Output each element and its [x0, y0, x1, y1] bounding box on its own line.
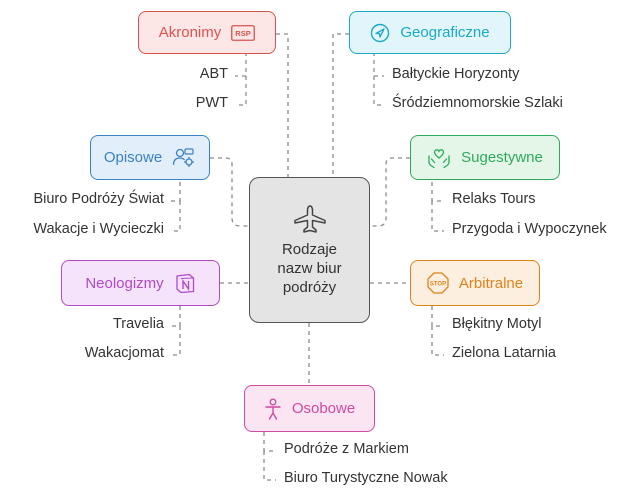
rsp-badge-icon: RSP [231, 24, 256, 41]
leaf-pwt: PWT [195, 95, 228, 111]
category-label: Neologizmy [85, 274, 164, 292]
svg-text:RSP: RSP [236, 29, 251, 38]
category-label: Geograficzne [400, 24, 490, 41]
stop-sign-icon: STOP [427, 272, 449, 294]
leaf-wakacje-i-wycieczki: Wakacje i Wycieczki [33, 221, 164, 237]
leaf-biuro-podrozy-swiat: Biuro Podróży Świat [33, 191, 164, 207]
leaf-biuro-turystyczne-nowak: Biuro Turystyczne Nowak [284, 470, 448, 486]
category-arbitralne: STOP Arbitralne [410, 260, 540, 306]
category-geograficzne: Geograficzne [349, 11, 511, 54]
category-label: Akronimy [158, 24, 222, 41]
central-title: Rodzaje nazw biur podróży [277, 240, 342, 296]
leaf-relaks-tours: Relaks Tours [452, 191, 536, 207]
category-label: Opisowe [103, 149, 163, 166]
leaf-srodziemnomorskie-szlaki: Śródziemnomorskie Szlaki [392, 95, 563, 111]
leaf-przygoda-i-wypoczynek: Przygoda i Wypoczynek [452, 221, 607, 237]
leaf-travelia: Travelia [112, 316, 164, 332]
leaf-baltyckie-horyzonty: Bałtyckie Horyzonty [392, 66, 520, 82]
category-opisowe: Opisowe [90, 135, 210, 180]
person-icon [264, 398, 282, 420]
category-label: Osobowe [291, 400, 356, 417]
leaf-abt: ABT [199, 66, 228, 82]
category-neologizmy: Neologizmy [61, 260, 220, 306]
leaf-blekitny-motyl: Błękitny Motyl [452, 316, 542, 332]
category-label: Arbitralne [458, 274, 524, 292]
category-osobowe: Osobowe [244, 385, 375, 432]
svg-text:STOP: STOP [430, 282, 446, 288]
category-sugestywne: Sugestywne [410, 135, 560, 180]
leaf-zielona-latarnia: Zielona Latarnia [452, 345, 556, 361]
category-akronimy: Akronimy RSP [138, 11, 276, 54]
leaf-wakacjomat: Wakacjomat [84, 345, 164, 361]
notion-n-icon [174, 272, 196, 294]
central-node: Rodzaje nazw biur podróży [249, 177, 370, 323]
navigation-arrow-icon [370, 23, 390, 43]
leaf-podroze-z-markiem: Podróże z Markiem [284, 441, 409, 457]
airplane-icon [292, 204, 328, 234]
heart-hands-icon [427, 147, 451, 169]
category-label: Sugestywne [461, 149, 543, 166]
people-settings-icon [172, 147, 196, 169]
